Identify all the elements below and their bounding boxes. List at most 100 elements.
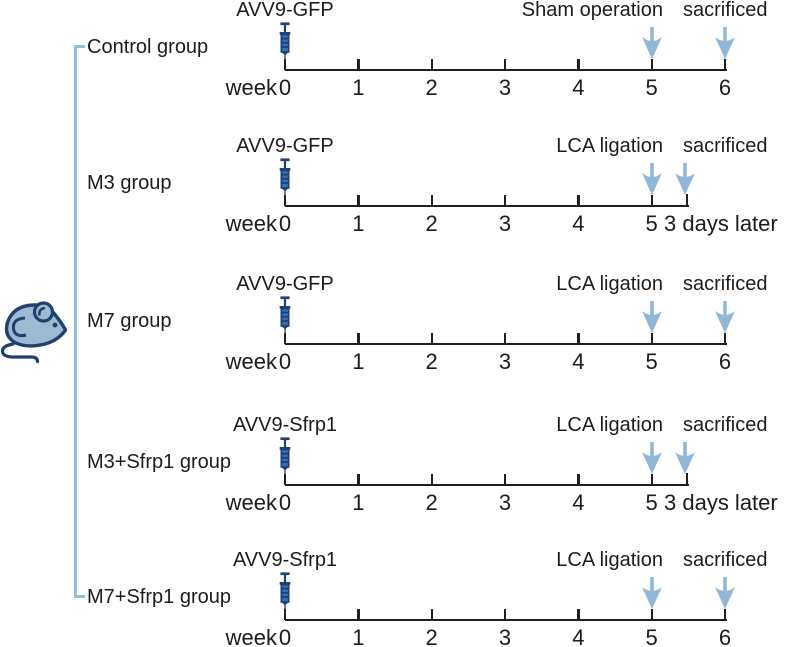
week-tick: [430, 333, 433, 344]
week-number: 6: [718, 625, 732, 647]
week-number: 5: [645, 625, 658, 647]
week-number: 2: [425, 625, 438, 647]
week-prefix: week: [225, 490, 277, 515]
week-number: 2: [425, 75, 438, 100]
end-label: 3 days later: [664, 211, 778, 236]
mouse-icon: [1, 301, 68, 364]
week-tick: [650, 195, 653, 206]
week-tick: [430, 474, 433, 485]
injection-label: AVV9-GFP: [236, 273, 334, 295]
down-arrow-icon: [642, 163, 662, 195]
event1-label: LCA ligation: [556, 414, 663, 436]
week-number: 5: [645, 211, 658, 236]
week-tick: [503, 333, 507, 344]
week-tick: [503, 195, 507, 206]
week-number: 1: [352, 625, 365, 647]
week-tick: [284, 609, 287, 620]
event2-label: sacrificed: [683, 273, 768, 295]
week-tick: [357, 333, 360, 344]
down-arrow-icon: [642, 27, 662, 59]
week-tick-end: [686, 194, 689, 206]
week-tick: [284, 474, 287, 485]
week-tick: [284, 59, 287, 70]
down-arrow-icon: [642, 577, 662, 609]
week-tick: [723, 333, 727, 344]
down-arrow-icon: [715, 27, 735, 59]
group-label: M7 group: [87, 310, 172, 332]
week-prefix: week: [225, 625, 277, 647]
timeline-axis: [285, 205, 689, 208]
week-prefix: week: [225, 75, 277, 100]
injection-label: AVV9-GFP: [236, 0, 334, 21]
week-number: 6: [718, 75, 732, 100]
week-tick: [284, 333, 287, 344]
week-number: 3: [498, 490, 512, 515]
week-number: 2: [425, 211, 438, 236]
week-number: 1: [352, 349, 365, 374]
week-number: 1: [352, 75, 365, 100]
week-number: 0: [278, 490, 292, 515]
event2-label: sacrificed: [683, 414, 768, 436]
week-tick: [284, 195, 287, 206]
down-arrow-icon: [675, 163, 695, 195]
week-tick: [430, 609, 433, 620]
week-tick: [357, 609, 360, 620]
down-arrow-icon: [715, 577, 735, 609]
timeline-axis: [285, 343, 727, 346]
event2-label: sacrificed: [683, 549, 768, 571]
week-tick: [357, 474, 360, 485]
week-tick: [650, 333, 653, 344]
event1-label: LCA ligation: [556, 549, 663, 571]
group-bracket-top-foot: [74, 45, 85, 48]
event1-label: LCA ligation: [556, 273, 663, 295]
week-tick: [357, 59, 360, 70]
week-number: 3: [498, 211, 512, 236]
week-tick: [650, 59, 653, 70]
week-prefix: week: [225, 211, 277, 236]
week-tick: [577, 609, 580, 620]
group-label: M3+Sfrp1 group: [87, 451, 231, 473]
injection-label: AVV9-GFP: [236, 135, 334, 157]
timeline-axis: [285, 69, 727, 72]
injection-label: AVV9-Sfrp1: [232, 414, 338, 436]
week-tick-end: [686, 473, 689, 485]
week-number: 4: [572, 625, 585, 647]
week-tick: [650, 474, 653, 485]
week-number: 3: [498, 75, 512, 100]
week-tick: [577, 195, 580, 206]
syringe-icon: [279, 22, 291, 64]
week-number: 2: [425, 349, 438, 374]
week-number: 1: [352, 490, 365, 515]
group-bracket-bottom-foot: [74, 595, 85, 598]
week-number: 0: [278, 211, 292, 236]
week-tick: [577, 333, 580, 344]
week-number: 5: [645, 75, 658, 100]
group-label: M7+Sfrp1 group: [87, 586, 231, 608]
week-number: 0: [278, 349, 292, 374]
event2-label: sacrificed: [683, 135, 768, 157]
week-number: 0: [278, 625, 292, 647]
week-tick: [723, 59, 727, 70]
syringe-icon: [279, 158, 291, 200]
week-tick: [503, 609, 507, 620]
week-tick: [357, 195, 360, 206]
end-label: 3 days later: [664, 490, 778, 515]
week-tick: [503, 474, 507, 485]
down-arrow-icon: [642, 442, 662, 474]
week-tick: [650, 609, 653, 620]
week-number: 4: [572, 490, 585, 515]
week-number: 6: [718, 349, 732, 374]
week-number: 4: [572, 211, 585, 236]
injection-label: AVV9-Sfrp1: [232, 549, 338, 571]
week-tick: [577, 474, 580, 485]
timeline-axis: [285, 619, 727, 622]
week-number: 5: [645, 490, 658, 515]
group-bracket-line: [74, 45, 77, 598]
week-tick: [503, 59, 507, 70]
week-tick: [430, 59, 433, 70]
week-tick: [577, 59, 580, 70]
week-number: 0: [278, 75, 292, 100]
week-number: 4: [572, 349, 585, 374]
week-tick: [723, 609, 727, 620]
